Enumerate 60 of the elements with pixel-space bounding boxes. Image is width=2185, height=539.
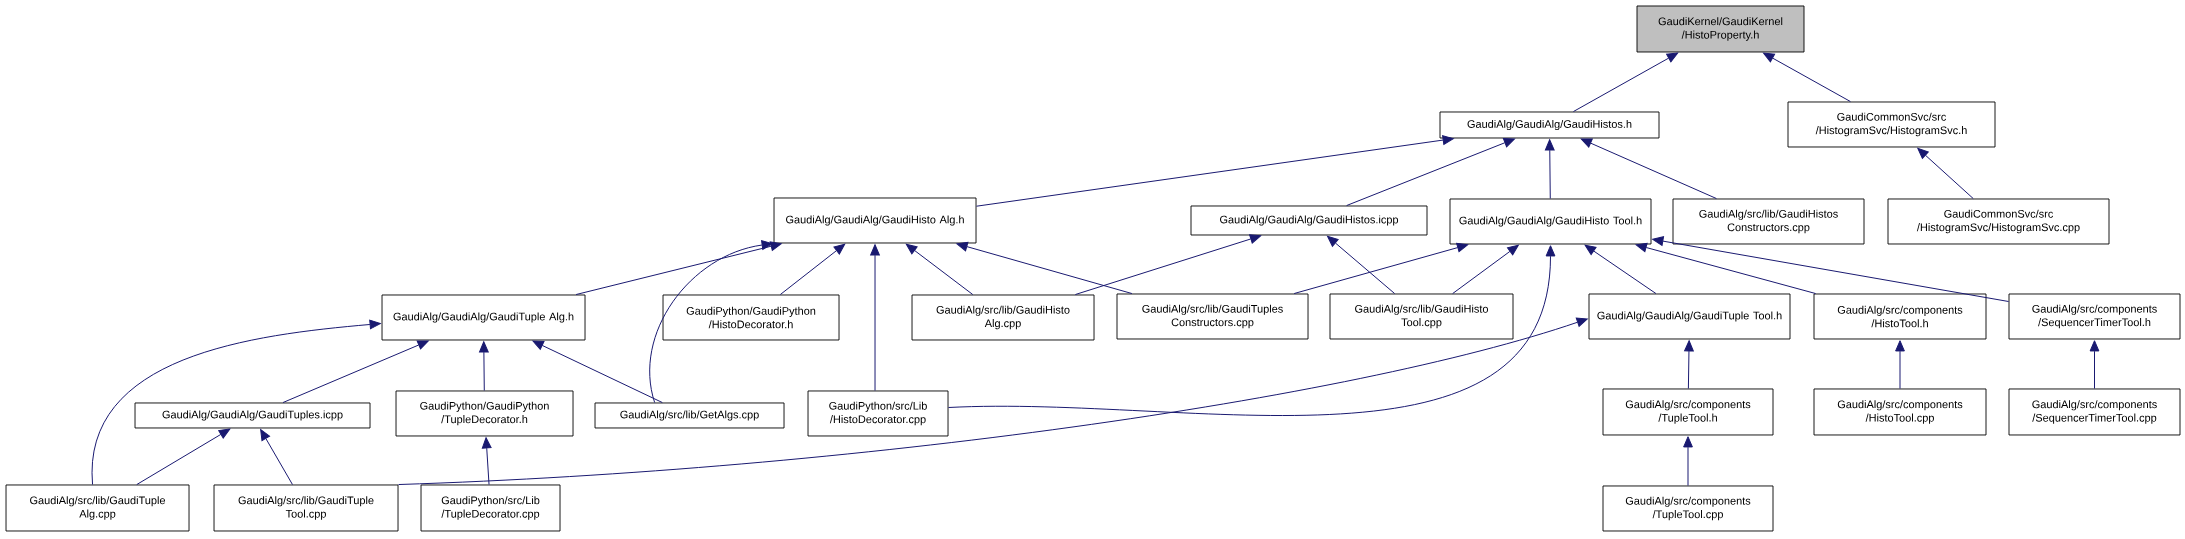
file-box: GaudiAlg/GaudiAlg/GaudiTuples.icpp	[134, 402, 371, 429]
file-box: GaudiAlg/src/lib/GaudiHisto Alg.cpp	[911, 294, 1095, 341]
file-box: GaudiAlg/GaudiAlg/GaudiHisto Alg.h	[773, 197, 977, 244]
file-box: GaudiPython/src/Lib /TupleDecorator.cpp	[420, 484, 561, 532]
arrow	[398, 317, 1588, 486]
arrow	[1684, 340, 1694, 390]
arrow	[1917, 147, 1974, 200]
file-box: GaudiAlg/GaudiAlg/GaudiTuple Tool.h	[1588, 293, 1791, 340]
arrow	[282, 340, 429, 404]
arrow	[481, 437, 492, 486]
arrow	[870, 244, 880, 392]
arrow	[779, 243, 846, 296]
arrow	[479, 341, 489, 392]
arrow	[975, 135, 1454, 207]
file-box: GaudiAlg/src/lib/GaudiTuple Tool.cpp	[213, 484, 399, 532]
file-box: GaudiCommonSvc/src /HistogramSvc/HistogramSvc.cpp	[1887, 198, 2110, 245]
file-box: GaudiAlg/GaudiAlg/GaudiHistos.icpp	[1190, 205, 1428, 236]
file-box: GaudiAlg/src/lib/GetAlgs.cpp	[594, 402, 785, 429]
file-box: GaudiAlg/GaudiAlg/GaudiTuple Alg.h	[381, 294, 586, 341]
file-box: GaudiAlg/src/components /HistoTool.h	[1813, 293, 1987, 340]
file-box: GaudiAlg/GaudiAlg/GaudiHisto Tool.h	[1449, 198, 1652, 245]
file-box: GaudiPython/GaudiPython /HistoDecorator.h	[662, 294, 840, 341]
arrow	[1763, 52, 1851, 103]
arrow	[1346, 138, 1515, 207]
arrow	[947, 245, 1556, 416]
file-box: GaudiAlg/src/lib/GaudiHisto Tool.cpp	[1329, 293, 1514, 340]
file-box: GaudiAlg/src/lib/GaudiHistos Constructors.cpp	[1672, 198, 1865, 245]
file-box: GaudiAlg/src/components /TupleTool.cpp	[1602, 485, 1774, 532]
file-box: GaudiPython/src/Lib /HistoDecorator.cpp	[807, 390, 949, 437]
arrow	[649, 240, 773, 404]
arrow	[2089, 340, 2100, 390]
arrow	[956, 241, 1133, 295]
file-box: GaudiAlg/src/components /SequencerTimerTool.cpp	[2008, 388, 2181, 436]
arrow	[1074, 234, 1262, 296]
file-box: GaudiAlg/src/lib/GaudiTuples Constructors.cpp	[1116, 293, 1309, 340]
arrow	[1635, 242, 1817, 295]
arrow	[1572, 52, 1679, 113]
arrow	[1327, 235, 1396, 295]
arrow	[905, 243, 974, 296]
file-box: GaudiCommonSvc/src /HistogramSvc/HistogramSvc.h	[1787, 101, 1996, 148]
arrow	[1895, 340, 1905, 390]
arrow	[1544, 139, 1555, 200]
file-box: GaudiAlg/GaudiAlg/GaudiHistos.h	[1439, 111, 1660, 139]
arrow	[575, 241, 782, 296]
file-box: GaudiAlg/src/components /TupleTool.h	[1602, 388, 1774, 436]
arrow	[1293, 242, 1469, 295]
arrow	[260, 429, 293, 486]
arrow	[92, 319, 381, 486]
arrow	[1584, 244, 1657, 295]
arrow	[1652, 236, 2010, 302]
file-box: GaudiAlg/src/components /SequencerTimerTool.h	[2008, 293, 2181, 340]
arrow	[1580, 138, 1717, 200]
file-box: GaudiAlg/src/lib/GaudiTuple Alg.cpp	[5, 484, 190, 532]
arrow	[136, 428, 231, 486]
arrow	[532, 340, 663, 404]
arrow	[1452, 244, 1519, 295]
arrow	[1683, 436, 1693, 487]
file-box: GaudiAlg/src/components /HistoTool.cpp	[1813, 388, 1987, 436]
file-box: GaudiKernel/GaudiKernel /HistoProperty.h	[1636, 5, 1805, 53]
file-box: GaudiPython/GaudiPython /TupleDecorator.h	[395, 390, 574, 437]
